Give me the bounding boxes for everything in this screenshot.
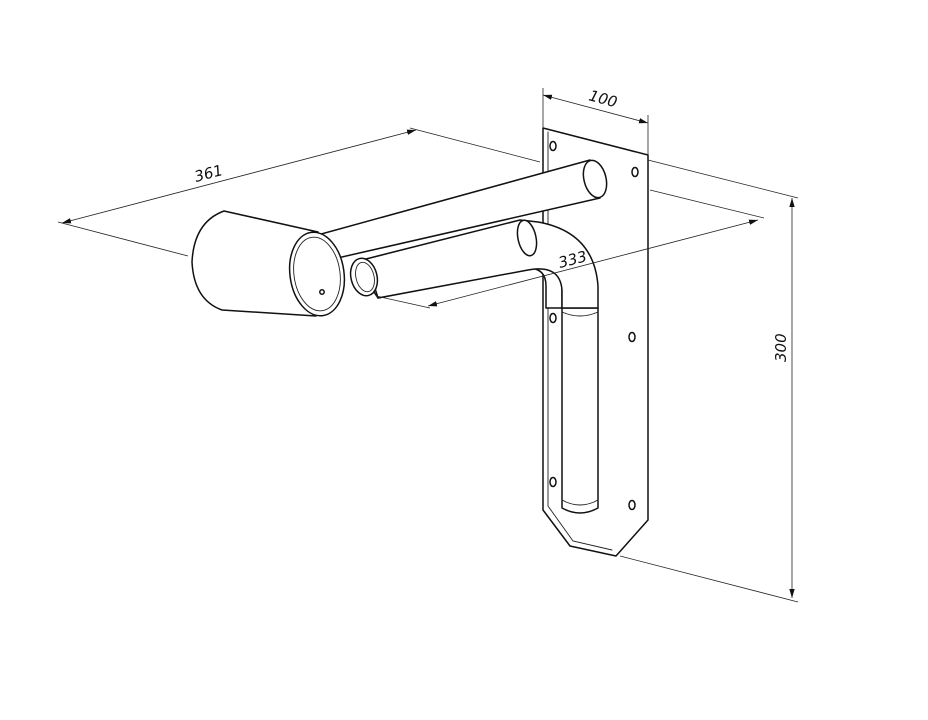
- extension-line-300-top: [647, 159, 799, 199]
- roller-end-face: [288, 231, 346, 317]
- dimension-361: 361: [57, 127, 541, 257]
- extension-line-361-right: [409, 127, 541, 163]
- mounting-hole-mid-left: [549, 312, 557, 324]
- dimension-label-300: 300: [772, 333, 790, 362]
- mounting-hole-bottom-right: [628, 499, 636, 511]
- upper-tube-end: [582, 159, 608, 199]
- mounting-hole-mid-right: [628, 331, 636, 343]
- roller-center-hole: [319, 289, 325, 295]
- extension-line-361-left: [57, 221, 189, 257]
- bent-tube-open-end-inner: [355, 261, 375, 293]
- roller-end-face-inner: [293, 236, 341, 312]
- plate-edge: [547, 131, 613, 551]
- mounting-hole-bottom-left: [549, 476, 557, 488]
- bent-tube-vertical-seam: [561, 311, 599, 317]
- dimension-label-100: 100: [587, 86, 619, 111]
- roller: [191, 210, 346, 317]
- bent-tube-bottom-ring: [561, 499, 599, 506]
- extension-line-300-bottom: [619, 555, 799, 603]
- bent-tube-vertical-leg: [561, 307, 599, 514]
- extension-line-333-right: [649, 189, 765, 219]
- mounting-hole-top-left: [549, 140, 557, 152]
- dimension-line-100: [542, 94, 649, 124]
- dimension-300: 300: [619, 159, 799, 603]
- dimension-line-333: [427, 219, 759, 307]
- dimension-line-361: [61, 129, 417, 224]
- extension-line-333-left: [375, 295, 431, 309]
- mounting-hole-top-right: [631, 166, 639, 178]
- dimension-label-361: 361: [192, 161, 224, 186]
